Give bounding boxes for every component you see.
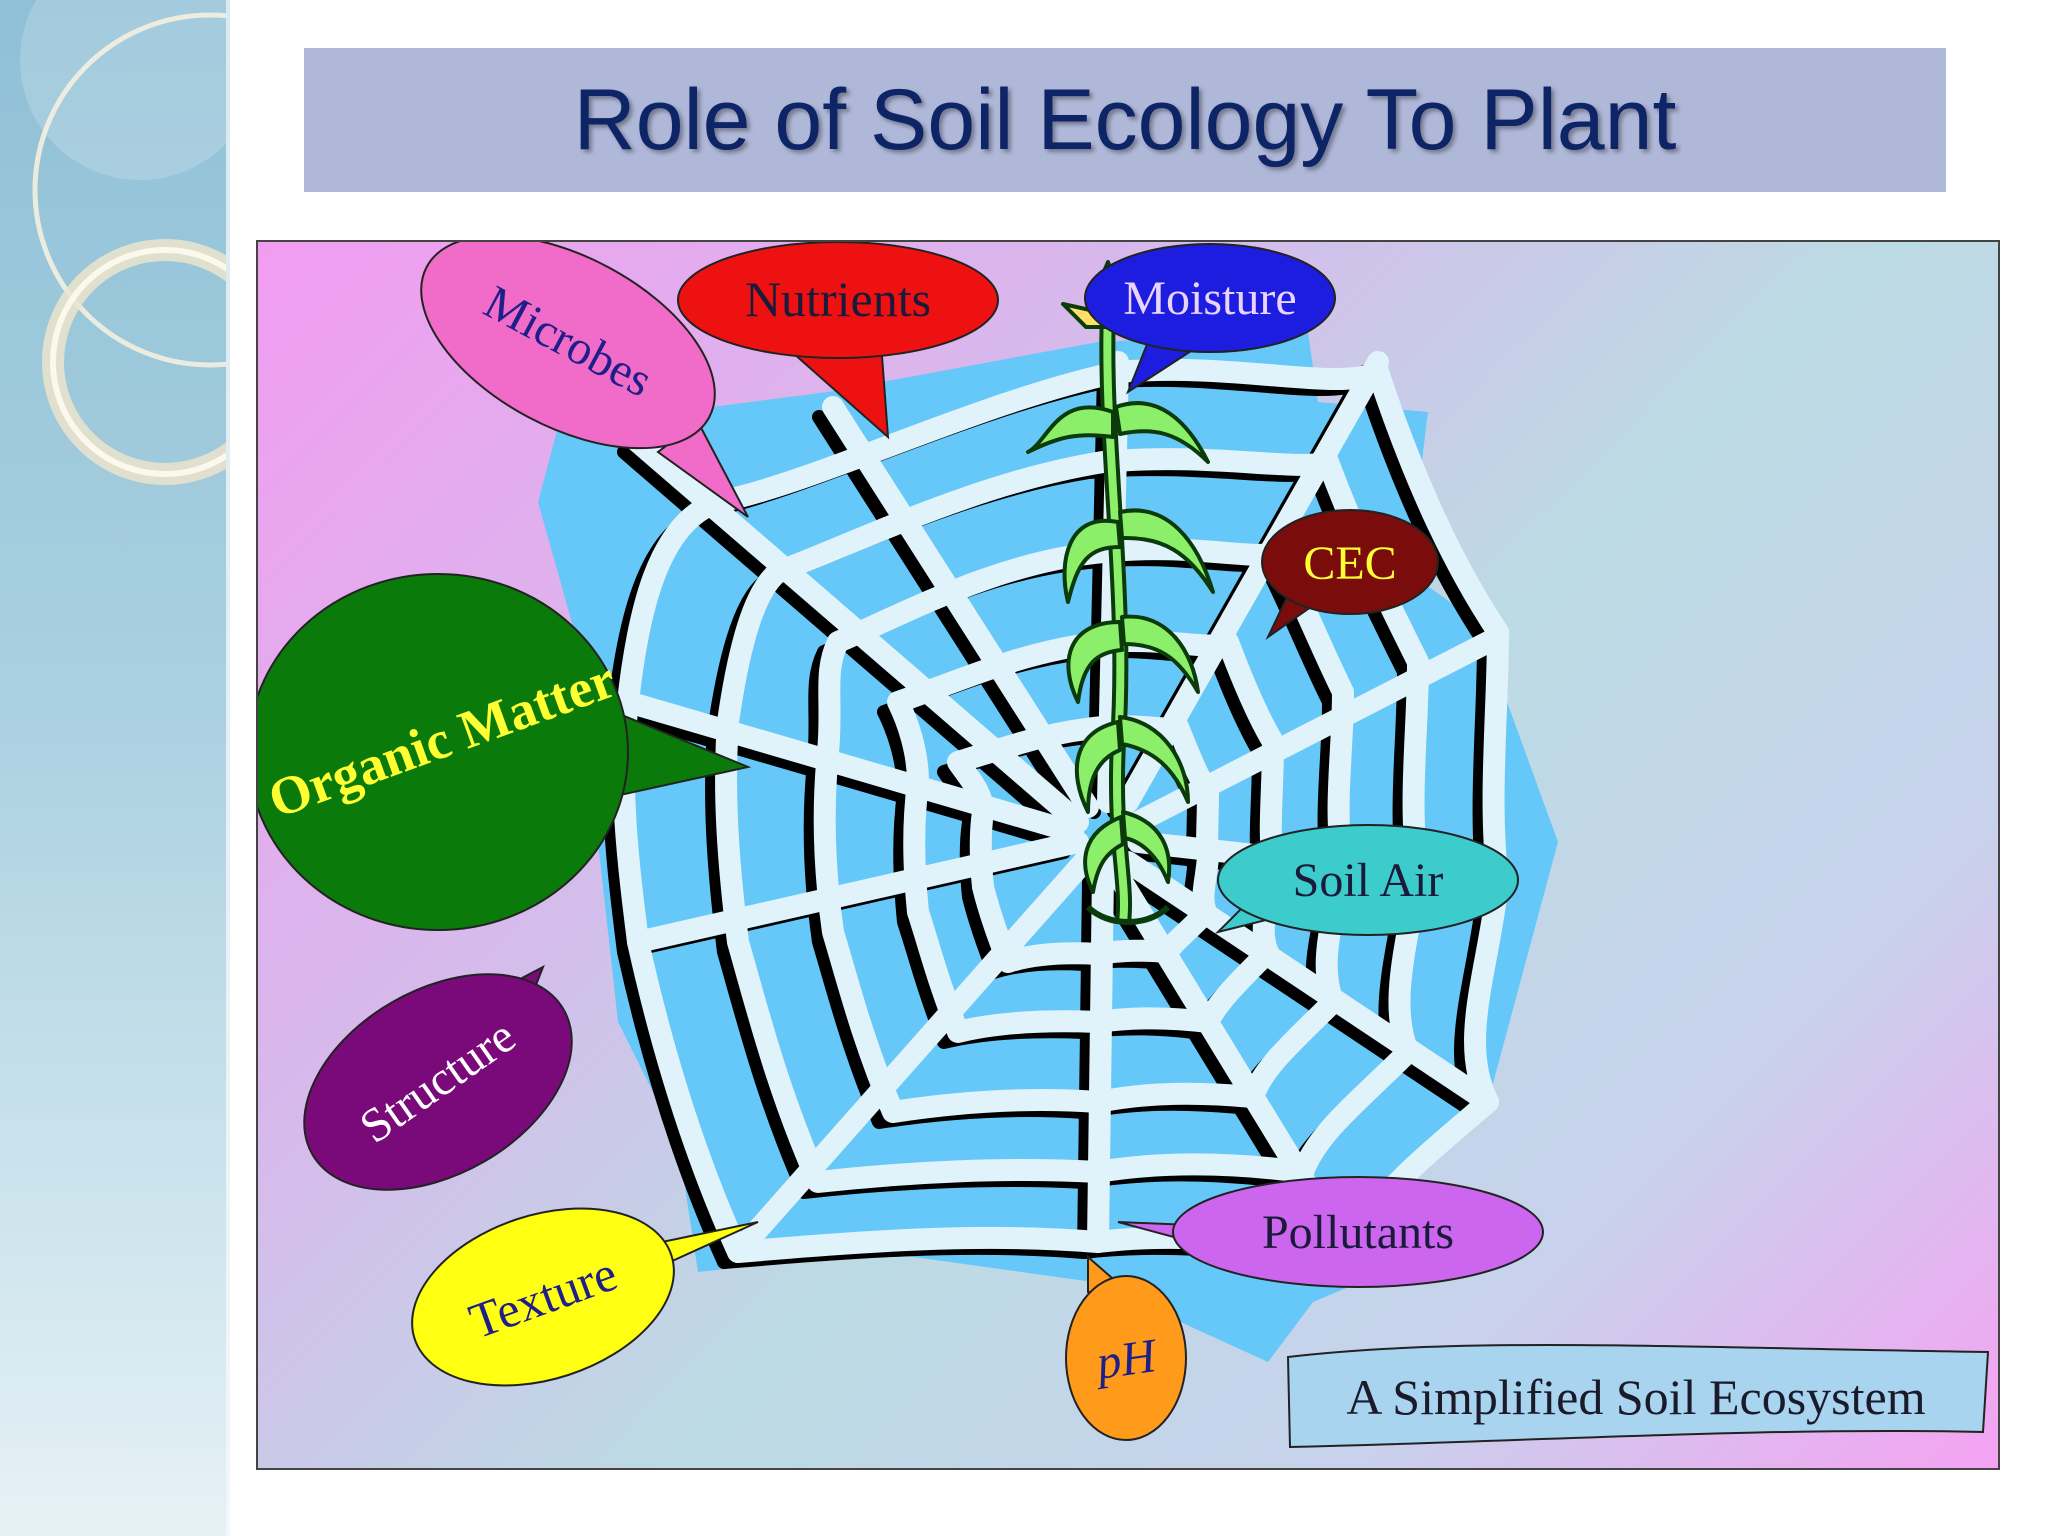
label-soil-air: Soil Air [1293,854,1444,907]
diagram-canvas: Microbes Nutrients Moisture CEC Organic … [258,242,1990,1449]
label-cec: CEC [1303,537,1396,590]
decorative-side-panel [0,0,226,1536]
slide-title: Role of Soil Ecology To Plant [573,71,1677,168]
bubble-moisture: Moisture [1084,243,1336,395]
bubble-soil-air: Soil Air [1214,824,1519,936]
corn-plant-icon [1026,260,1215,925]
caption-banner: A Simplified Soil Ecosystem [1286,1344,1990,1449]
label-moisture: Moisture [1123,272,1296,325]
bubble-microbes: Microbes [420,242,749,518]
soil-ecosystem-diagram: Microbes Nutrients Moisture CEC Organic … [256,240,2000,1470]
bubble-structure: Structure [303,964,573,1191]
bubble-texture: Texture [411,1207,759,1387]
bubble-nutrients: Nutrients [677,242,999,440]
decorative-rings [20,0,226,485]
title-bar: Role of Soil Ecology To Plant [304,48,1946,192]
label-pollutants: Pollutants [1262,1206,1454,1259]
bubble-cec: CEC [1261,509,1439,640]
label-ph: pH [1090,1329,1161,1390]
side-divider [226,0,230,1536]
bubble-ph: pH [1065,1254,1187,1441]
bubble-pollutants: Pollutants [1117,1176,1544,1288]
caption-text: A Simplified Soil Ecosystem [1346,1369,1925,1425]
label-nutrients: Nutrients [745,271,931,327]
bubble-organic-matter: Organic Matter [258,573,752,931]
